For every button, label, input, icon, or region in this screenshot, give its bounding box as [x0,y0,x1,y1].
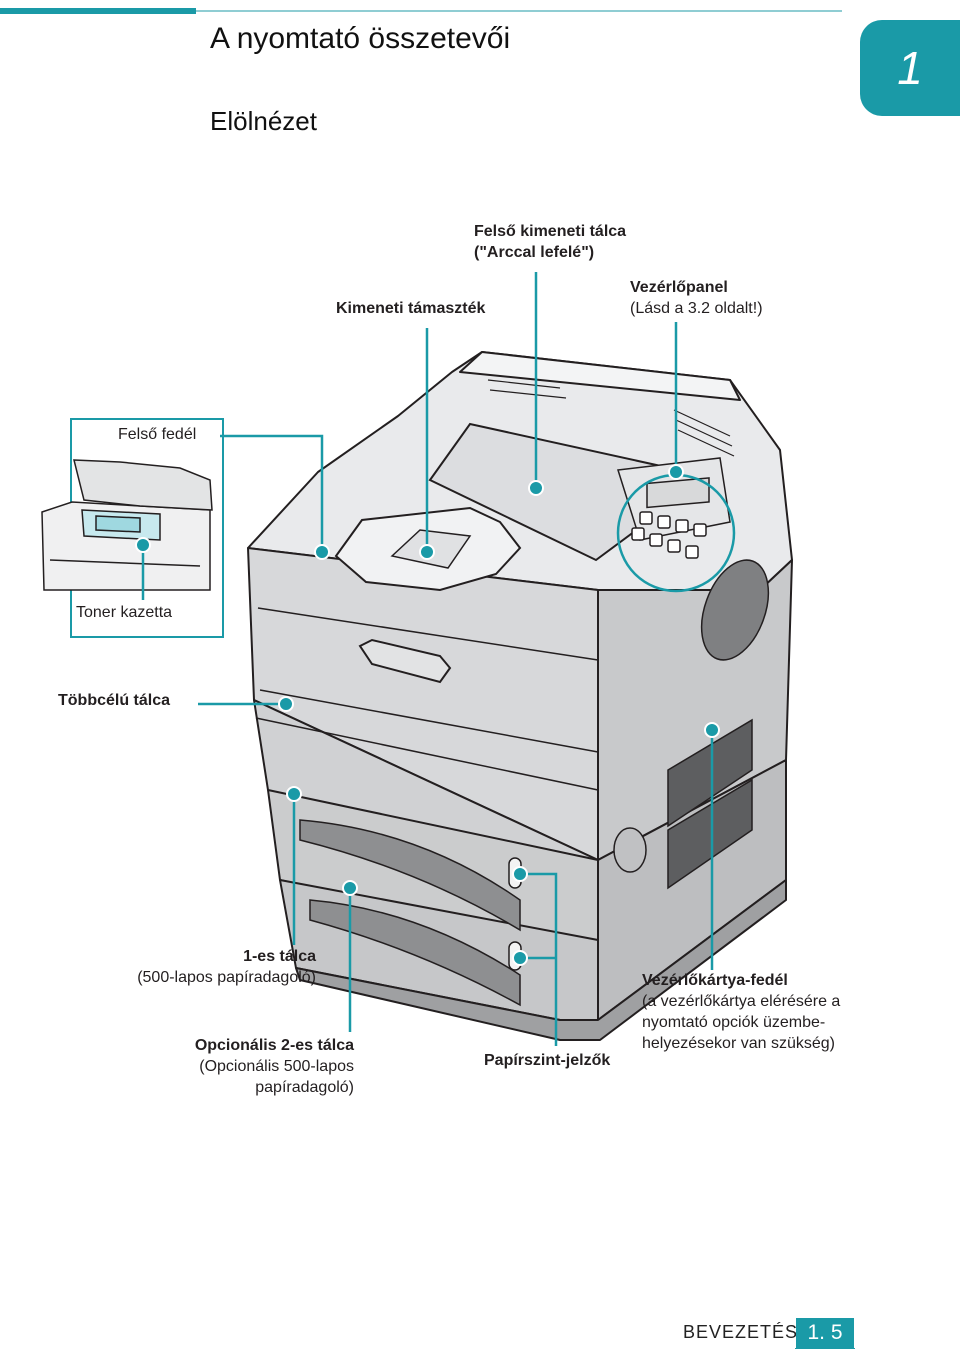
page-title: A nyomtató összetevői [210,22,511,55]
label-tray2-line1: Opcionális 2-es tálca [194,1037,354,1054]
label-control-panel: Vezérlőpanel (Lásd a 3.2 oldalt!) [630,277,763,319]
label-board-cover-line3: nyomtató opciók üzembe- [642,1014,826,1031]
header-rule-dark [0,8,196,14]
label-output-tray-top-line2: ("Arccal lefelé") [474,244,595,261]
footer-page-text: 1. 5 [807,1321,843,1344]
chapter-tab: 1 [860,20,960,116]
callout-lines [141,272,714,1046]
label-tray1: 1-es tálca (500-lapos papíradagoló) [96,946,316,988]
footer-rule [795,1348,855,1349]
label-tray2: Opcionális 2-es tálca (Opcionális 500-la… [134,1035,354,1098]
label-control-panel-line2: (Lásd a 3.2 oldalt!) [630,300,763,317]
footer-page-number: 1. 5 [796,1318,854,1348]
label-top-cover: Felső fedél [118,426,197,443]
label-tray2-line2: (Opcionális 500-lapos [199,1058,354,1075]
header-rule-light [196,10,842,12]
label-tray1-line2: (500-lapos papíradagoló) [137,969,316,986]
footer-section: BEVEZETÉS [683,1322,799,1342]
inset-illustration [41,459,213,591]
label-paper-level: Papírszint-jelzők [484,1052,611,1069]
label-output-support: Kimeneti támaszték [336,300,486,317]
label-output-tray-top-line1: Felső kimeneti tálca [474,223,627,240]
callout-dots [135,464,720,966]
label-toner: Toner kazetta [76,604,173,621]
label-tray1-line1: 1-es tálca [243,948,316,965]
label-tray2-line3: papíradagoló) [255,1079,354,1096]
label-board-cover-line4: helyezésekor van szükség) [642,1035,835,1052]
label-mp-tray: Többcélú tálca [58,692,171,709]
label-output-tray-top: Felső kimeneti tálca ("Arccal lefelé") [474,221,626,263]
chapter-number: 1 [897,42,923,94]
section-heading: Elölnézet [210,106,317,136]
label-board-cover: Vezérlőkártya-fedél (a vezérlőkártya elé… [642,970,840,1054]
label-board-cover-line2: (a vezérlőkártya elérésére a [642,993,841,1010]
label-control-panel-line1: Vezérlőpanel [630,279,728,296]
label-board-cover-line1: Vezérlőkártya-fedél [642,972,788,989]
